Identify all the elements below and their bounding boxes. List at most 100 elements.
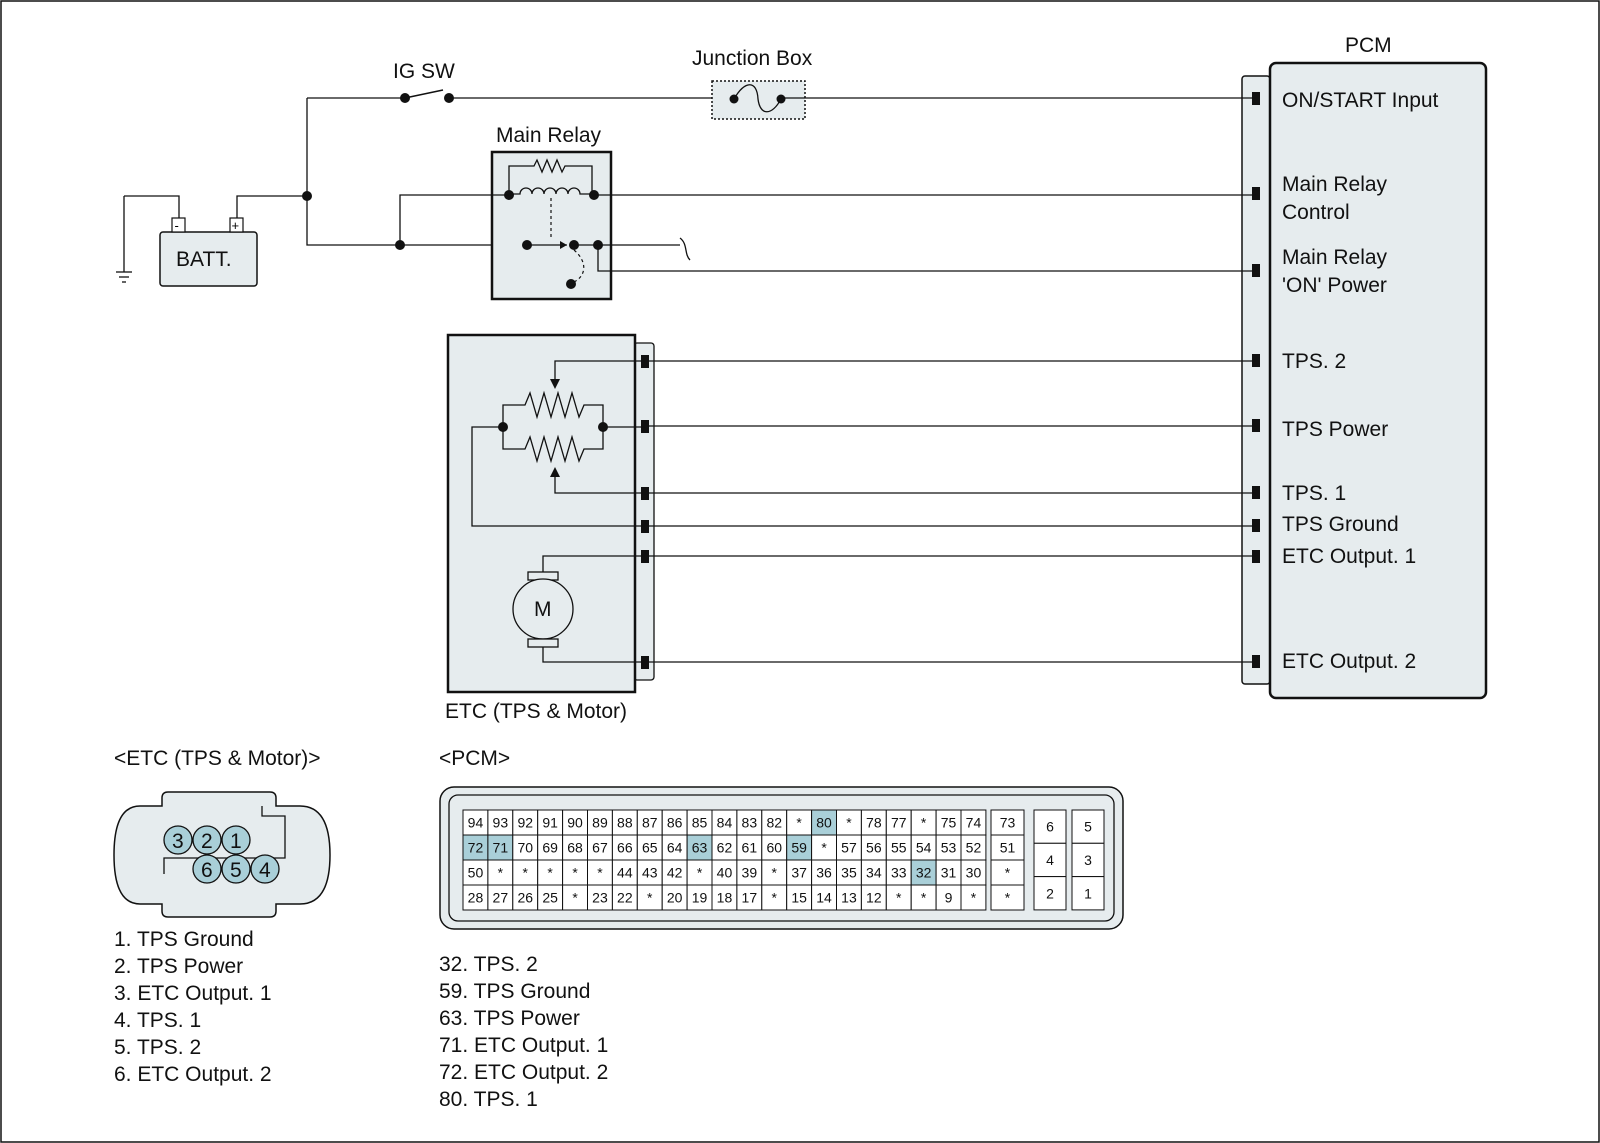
motor-label: M	[534, 598, 552, 621]
pcm-pin-number: 93	[493, 815, 509, 831]
pcm-pin-number: 84	[717, 815, 733, 831]
pcm-pin-cell	[661, 884, 688, 911]
etc-pin-6: 6	[201, 859, 213, 882]
pcm-pin-number: 17	[742, 890, 758, 906]
pcm-legend-item: 63. TPS Power	[439, 1007, 580, 1030]
pcm-pin-number: 69	[542, 840, 558, 856]
pcm-pin-number: 88	[617, 815, 633, 831]
pcm-pin-number: 57	[841, 840, 857, 856]
pcm-pin-cell	[811, 884, 837, 911]
ig-switch-label: IG SW	[393, 60, 455, 83]
tps-potentiometer-icon	[471, 360, 645, 527]
battery-minus-sign: -	[175, 218, 179, 233]
pcm-pin-tps1: TPS. 1	[1282, 482, 1346, 505]
pcm-pin-number: 1	[1084, 885, 1092, 901]
pcm-pin-cell	[611, 859, 638, 886]
pcm-pin-number: 36	[816, 865, 832, 881]
pcm-pin-number: *	[772, 890, 778, 906]
pcm-pin-number: *	[971, 890, 977, 906]
pcm-pin-number: 72	[468, 840, 484, 856]
pcm-pin-cell	[960, 809, 987, 836]
pcm-pin-cell	[587, 834, 613, 861]
etc-label: ETC (TPS & Motor)	[445, 700, 627, 723]
pcm-pin-number: 20	[667, 890, 683, 906]
etc-module: ETC (TPS & Motor) M	[445, 333, 655, 723]
main-relay-label: Main Relay	[496, 124, 602, 147]
etc-legend-item: 2. TPS Power	[114, 955, 243, 978]
pcm-pin-number: 12	[866, 890, 882, 906]
etc-pin-2: 2	[201, 830, 213, 853]
pcm-pin-number: *	[921, 815, 927, 831]
pcm-pin-number: *	[821, 840, 827, 856]
pcm-pin-number: *	[697, 865, 703, 881]
pcm-pin-cell	[910, 884, 937, 911]
pcm-pin-number: 68	[567, 840, 583, 856]
pcm-pin-number: 42	[667, 865, 683, 881]
junction-box-label: Junction Box	[692, 47, 813, 70]
pcm-legend-item: 72. ETC Output. 2	[439, 1061, 608, 1084]
relay-coil-icon	[509, 187, 592, 195]
etc-legend-item: 4. TPS. 1	[114, 1009, 201, 1032]
junction-node	[302, 191, 312, 201]
pcm-pin-number: 87	[642, 815, 658, 831]
pcm-pin-number: *	[846, 815, 852, 831]
pcm-pin-cell	[537, 809, 564, 836]
pcm-pin-number: 50	[468, 865, 484, 881]
pcm-pin-number: *	[1005, 865, 1011, 881]
main-relay-box	[490, 150, 613, 301]
pcm-pin-cell	[1033, 842, 1067, 878]
pcm-pin-cell	[587, 859, 613, 886]
pcm-pin-cell	[537, 859, 564, 886]
ground-icon	[116, 196, 132, 283]
pcm-pin-number: *	[896, 890, 902, 906]
pcm-pin-cell	[786, 884, 813, 911]
pcm-module: PCM ON/START Input Main Relay Control Ma…	[1241, 34, 1488, 700]
pcm-pin-number: 54	[916, 840, 932, 856]
pcm-pin-number: 53	[941, 840, 957, 856]
pcm-legend-item: 80. TPS. 1	[439, 1088, 538, 1111]
pcm-pin-cell	[686, 834, 713, 861]
pcm-pin-number: 63	[692, 840, 708, 856]
pcm-pin-number: 83	[742, 815, 758, 831]
pcm-pin-cell	[587, 884, 613, 911]
pcm-pin-number: 70	[517, 840, 533, 856]
pcm-pin-number: *	[523, 865, 529, 881]
etc-legend-item: 5. TPS. 2	[114, 1036, 201, 1059]
pcm-pin-number: 91	[542, 815, 558, 831]
pcm-pin-number: *	[547, 865, 553, 881]
pcm-legend-item: 32. TPS. 2	[439, 953, 538, 976]
pcm-pin-number: 15	[791, 890, 807, 906]
pcm-pin-cell	[860, 884, 887, 911]
main-relay-wiring	[399, 194, 1256, 272]
pcm-pin-main-relay-on: Main Relay	[1282, 246, 1388, 269]
pcm-pin-cell	[487, 834, 514, 861]
etc-connector-shell	[113, 791, 331, 918]
pcm-title: PCM	[1345, 34, 1392, 57]
fuse-icon	[733, 84, 782, 113]
pcm-pin-cell	[512, 809, 539, 836]
pcm-pin-cell	[990, 834, 1025, 861]
pcm-box	[1268, 61, 1488, 700]
pcm-pin-number: 65	[642, 840, 658, 856]
etc-connector-pins: 1 2 3 4 5 6	[163, 825, 280, 884]
pcm-pin-cell	[1033, 876, 1067, 911]
pcm-pin-cell	[487, 884, 514, 911]
pcm-pin-number: 5	[1084, 819, 1092, 835]
pcm-pin-cell	[761, 809, 788, 836]
pcm-pin-number: 25	[542, 890, 558, 906]
etc-pin-5: 5	[230, 859, 242, 882]
pcm-pin-on-start: ON/START Input	[1282, 89, 1439, 112]
pcm-pin-tps-ground: TPS Ground	[1282, 513, 1399, 536]
pcm-pin-number: 66	[617, 840, 633, 856]
etc-connector-title: <ETC (TPS & Motor)>	[114, 747, 321, 770]
pcm-pin-number: 56	[866, 840, 882, 856]
pcm-pin-number: 34	[866, 865, 882, 881]
pcm-pin-cell	[686, 859, 713, 886]
etc-legend-item: 6. ETC Output. 2	[114, 1063, 272, 1086]
ig-switch-lever	[404, 89, 444, 99]
pcm-pin-number: 22	[617, 890, 633, 906]
pcm-pin-number: 55	[891, 840, 907, 856]
